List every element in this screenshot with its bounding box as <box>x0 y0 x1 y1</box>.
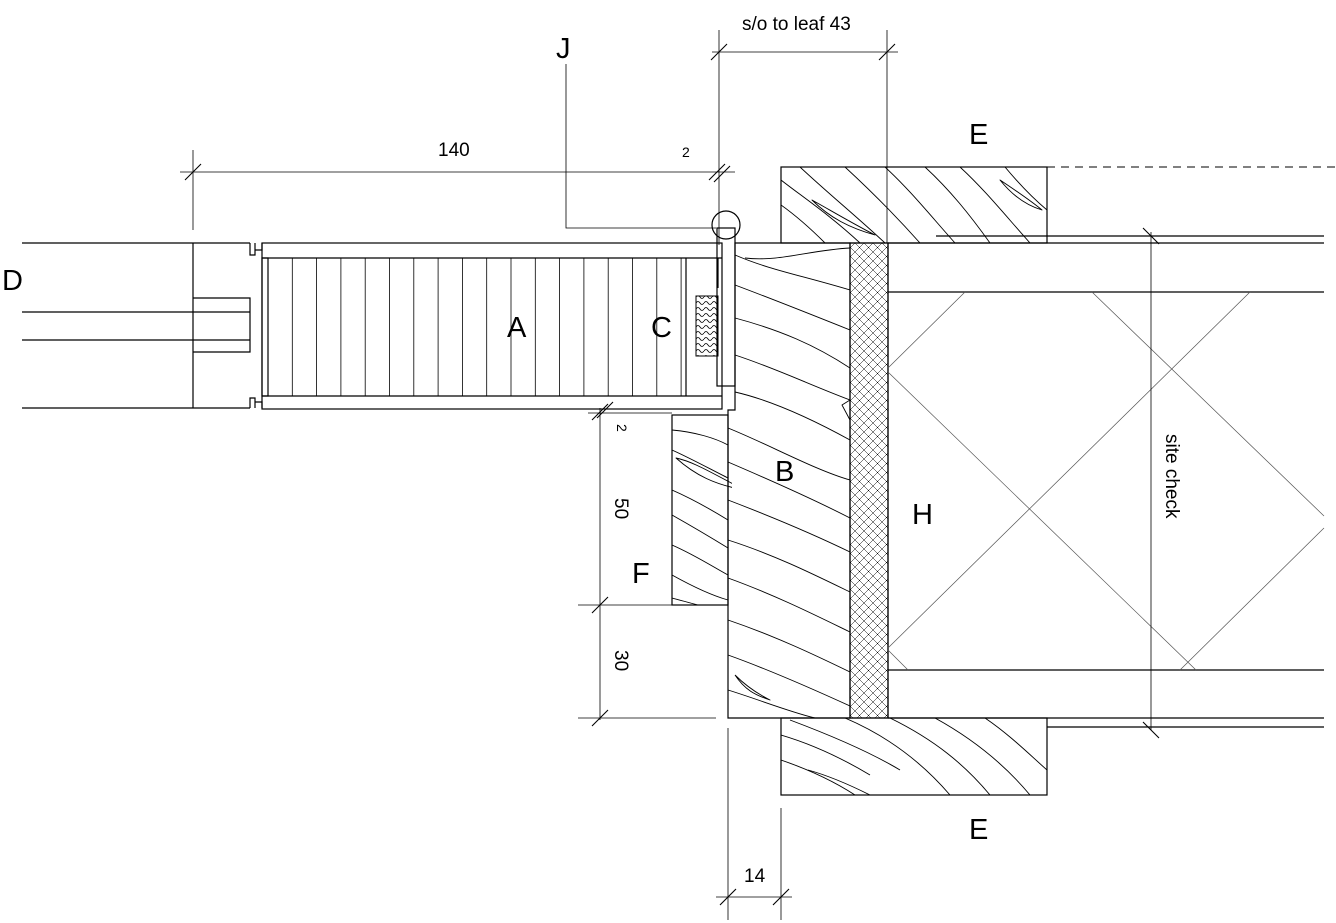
dim-gap-side: 2 <box>614 424 630 432</box>
dim-site-check: site check <box>1161 434 1182 519</box>
wall-stud-h <box>887 166 1336 728</box>
door-stop-f <box>671 414 732 606</box>
architrave-e-top <box>780 166 1048 244</box>
dimension-leaf-width <box>180 150 735 230</box>
dimension-stop <box>578 401 716 727</box>
label-a: A <box>507 312 527 344</box>
dimension-setout <box>710 30 898 245</box>
door-leaf-a <box>261 242 723 410</box>
dim-frame-offset: 14 <box>744 866 766 887</box>
label-h: H <box>912 499 933 531</box>
leaf-core-laminations <box>291 258 682 396</box>
dim-rebate-depth: 30 <box>610 650 631 671</box>
dim-stop-depth: 50 <box>610 498 631 519</box>
label-d: D <box>2 265 23 297</box>
architrave-e-bottom <box>780 717 1048 796</box>
adjacent-panel-d <box>22 242 263 409</box>
dim-leaf-width: 140 <box>438 140 470 161</box>
label-c: C <box>651 312 672 344</box>
dim-setout: s/o to leaf 43 <box>742 14 851 35</box>
label-j: J <box>556 33 571 65</box>
label-e-bottom: E <box>969 814 988 846</box>
dim-gap-top: 2 <box>682 144 690 160</box>
label-e-top: E <box>969 119 988 151</box>
fire-board <box>849 242 889 719</box>
intumescent-seal-c <box>695 295 719 357</box>
dimension-site-check <box>1142 227 1160 739</box>
label-b: B <box>775 456 794 488</box>
dimension-frame-offset <box>716 728 792 920</box>
label-f: F <box>632 558 650 590</box>
